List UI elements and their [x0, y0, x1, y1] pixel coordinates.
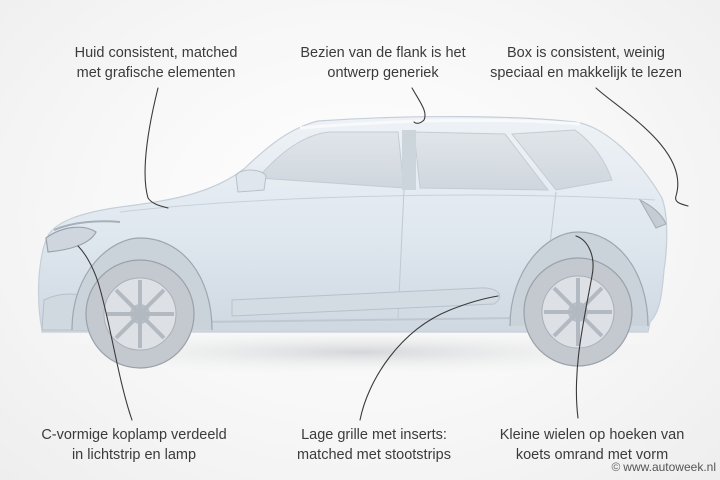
lightstrip — [53, 220, 121, 231]
annotation-wheels: Kleine wielen op hoeken van koets omrand… — [476, 425, 708, 465]
annotation-flank-line-1: Bezien van de flank is het — [300, 45, 466, 61]
annotation-grille: Lage grille met inserts: matched met sto… — [258, 425, 490, 465]
side-protection-strip — [231, 287, 501, 317]
annotation-box-line-1: Box is consistent, weinig — [507, 45, 665, 61]
callout-line-skin — [144, 87, 169, 209]
rear-window — [413, 131, 550, 191]
annotation-headlamp-line-1: C-vormige koplamp verdeeld — [41, 427, 227, 443]
callout-line-flank — [411, 87, 426, 124]
annotation-wheels-line-1: Kleine wielen op hoeken van — [499, 427, 685, 443]
rear-wheel — [523, 257, 633, 367]
annotation-skin: Huid consistent, matched met grafische e… — [40, 43, 272, 83]
side-mirror — [235, 169, 267, 193]
callout-line-lamp — [77, 245, 133, 421]
b-pillar — [402, 130, 416, 190]
watermark-text: www.autoweek.nl — [623, 460, 716, 474]
shoulder-line — [119, 194, 656, 213]
annotation-skin-line-2: met grafische elementen — [76, 65, 236, 81]
ground-shadow — [30, 328, 690, 376]
callout-line-grille — [359, 295, 499, 421]
annotation-wheels-line-2: koets omrand met vorm — [515, 447, 669, 463]
sill — [199, 317, 521, 323]
callout-line-box — [595, 87, 689, 207]
annotation-flank: Bezien van de flank is het ontwerp gener… — [258, 43, 508, 83]
rear-light — [638, 198, 667, 229]
callout-line-wheels — [575, 235, 594, 419]
rear-quarter-window — [511, 129, 613, 191]
annotation-grille-line-1: Lage grille met inserts: — [301, 427, 447, 443]
annotation-box: Box is consistent, weinig speciaal en ma… — [470, 43, 702, 83]
annotation-box-line-2: speciaal en makkelijk te lezen — [490, 65, 682, 81]
annotation-headlamp: C-vormige koplamp verdeeld in lichtstrip… — [18, 425, 250, 465]
roof-line — [299, 118, 581, 130]
watermark: © www.autoweek.nl — [611, 460, 716, 474]
front-wheel — [85, 259, 195, 369]
annotation-grille-line-2: matched met stootstrips — [297, 447, 451, 463]
copyright-icon: © — [611, 460, 621, 474]
annotation-headlamp-line-2: in lichtstrip en lamp — [71, 447, 197, 463]
headlamp — [45, 226, 97, 253]
front-window — [256, 131, 405, 189]
annotation-flank-line-2: ontwerp generiek — [327, 65, 439, 81]
annotation-skin-line-1: Huid consistent, matched — [74, 45, 238, 61]
